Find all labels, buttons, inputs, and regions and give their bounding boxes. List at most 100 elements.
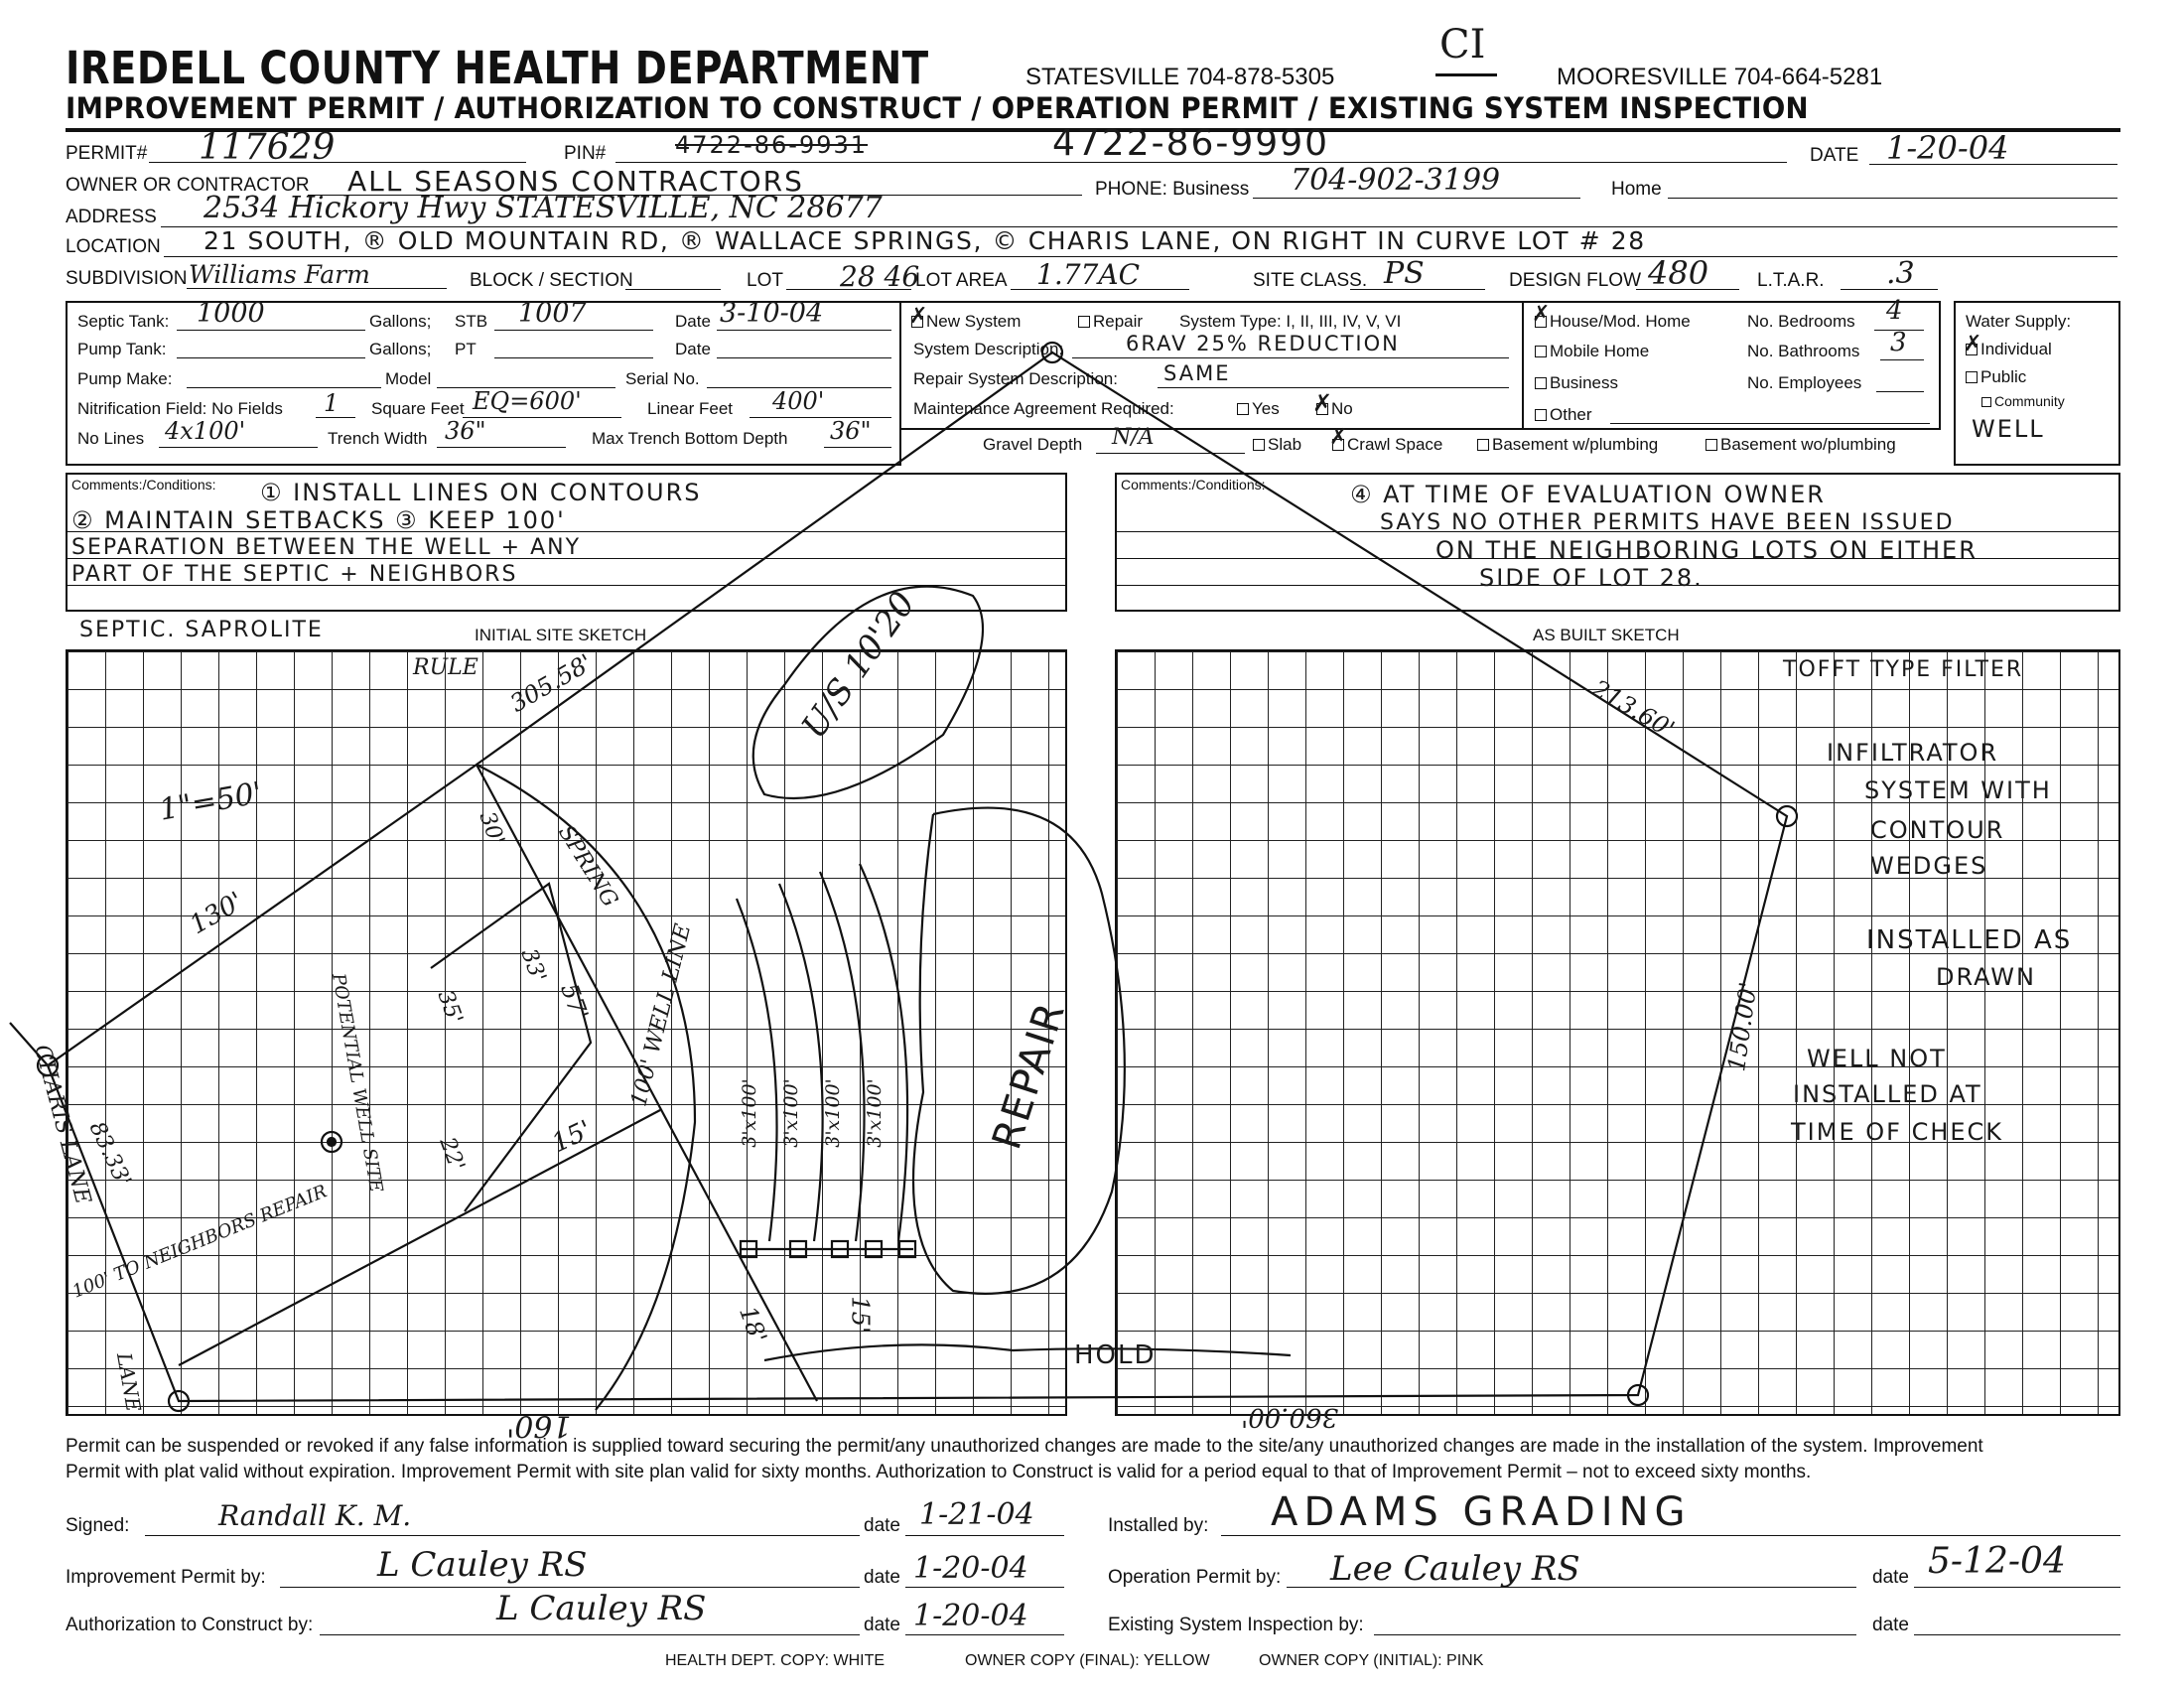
lot-line-inner (178, 1109, 661, 1366)
asbuilt-sketch-grid (1115, 649, 2120, 1416)
well-circle-dot (326, 1136, 338, 1148)
operation-date-label: date (1872, 1567, 1909, 1588)
house-checkbox[interactable] (1535, 316, 1547, 328)
house-check-mark: ✗ (1532, 302, 1551, 327)
maint-no-checkbox[interactable] (1316, 403, 1328, 415)
asbuilt-sketch-title: AS BUILT SKETCH (1533, 626, 1680, 644)
signed-line (145, 1535, 860, 1536)
improvement-signature: L Cauley RS (377, 1545, 588, 1585)
installed-value: ADAMS GRADING (1271, 1489, 1692, 1535)
authorization-date-label: date (864, 1615, 900, 1635)
owner-value: ALL SEASONS CONTRACTORS (347, 165, 804, 198)
individual-option[interactable]: Individual (1966, 340, 2052, 359)
maint-yes-option[interactable]: Yes (1237, 399, 1280, 419)
maint-yes-checkbox[interactable] (1237, 403, 1249, 415)
square-feet-value: EQ=600' (473, 387, 582, 415)
no-lines-value: 4x100' (165, 417, 246, 445)
dwelling-box (1522, 301, 1941, 430)
initial-sketch-title: INITIAL SITE SKETCH (475, 626, 647, 644)
business-option[interactable]: Business (1535, 373, 1618, 393)
individual-checkbox[interactable] (1966, 344, 1978, 355)
note-hold: HOLD (1074, 1340, 1157, 1370)
repair-checkbox[interactable] (1078, 316, 1090, 328)
note-trench-1: 3'x100' (738, 1078, 760, 1148)
site-class-label: SITE CLASS. (1253, 270, 1368, 291)
other-option[interactable]: Other (1535, 405, 1592, 425)
septic-date-line (717, 330, 891, 331)
business-checkbox[interactable] (1535, 377, 1547, 389)
basement-w-option[interactable]: Basement w/plumbing (1477, 435, 1658, 455)
no-lines-line (159, 447, 318, 448)
note-wedges: WEDGES (1870, 852, 1988, 880)
ltar-value: .3 (1886, 256, 1915, 291)
cr-line2 (1115, 558, 2120, 559)
septic-tank-label: Septic Tank: (77, 312, 170, 331)
other-checkbox[interactable] (1535, 409, 1547, 421)
crawl-checkbox[interactable] (1332, 439, 1344, 451)
public-option[interactable]: Public (1966, 367, 2026, 387)
design-flow-value: 480 (1648, 254, 1709, 292)
crawl-option[interactable]: Crawl Space (1332, 435, 1442, 455)
existing-line (1374, 1634, 1856, 1635)
individual-check-mark: ✗ (1964, 332, 1982, 356)
comments-right-label: Comments:/Conditions: (1121, 477, 1266, 493)
corner-1 (36, 1054, 60, 1077)
new-system-checkbox[interactable] (911, 316, 923, 328)
water-box (1954, 301, 2120, 466)
owner-label: OWNER OR CONTRACTOR (66, 175, 310, 196)
bedrooms-value: 4 (1886, 296, 1903, 326)
linear-feet-line (750, 417, 891, 418)
note-installed-at: INSTALLED AT (1793, 1080, 1982, 1108)
gravel-line (1096, 453, 1245, 454)
d-box-2 (788, 1239, 808, 1259)
house-option[interactable]: House/Mod. Home (1535, 312, 1691, 332)
ci-underline (1435, 73, 1497, 76)
no-lines-label: No Lines (77, 429, 145, 448)
mobile-option[interactable]: Mobile Home (1535, 342, 1649, 361)
note-tofft: TOFFT TYPE FILTER (1783, 657, 2024, 682)
comment-right-3: ON THE NEIGHBORING LOTS ON EITHER (1435, 536, 1978, 564)
employees-label: No. Employees (1747, 373, 1862, 392)
other-line (1610, 423, 1930, 424)
basement-wo-option[interactable]: Basement wo/plumbing (1706, 435, 1896, 455)
slab-label: Slab (1268, 435, 1302, 454)
basement-w-checkbox[interactable] (1477, 439, 1489, 451)
improvement-date-label: date (864, 1567, 900, 1588)
maint-no-option[interactable]: No (1316, 399, 1353, 419)
community-checkbox[interactable] (1981, 397, 1991, 407)
linear-feet-value: 400' (772, 387, 825, 415)
slab-checkbox[interactable] (1253, 439, 1265, 451)
note-rule: RULE (413, 655, 478, 680)
comment-left-1: ① INSTALL LINES ON CONTOURS (260, 479, 702, 506)
bathrooms-value: 3 (1890, 328, 1907, 357)
corner-5 (1626, 1383, 1650, 1407)
hold-marking (763, 1343, 1292, 1362)
repair-option[interactable]: Repair (1078, 312, 1143, 332)
note-15b: 15' (846, 1296, 875, 1334)
operation-date-line (1914, 1587, 2120, 1588)
lot-area-label: LOT AREA (915, 270, 1008, 291)
authorization-line (320, 1634, 860, 1635)
home-label: Home (1611, 179, 1662, 200)
note-system: SYSTEM WITH (1864, 776, 2052, 804)
max-depth-value: 36" (830, 417, 872, 445)
address-value: 2534 Hickory Hwy STATESVILLE, NC 28677 (204, 191, 883, 225)
existing-date-line (1914, 1634, 2120, 1635)
fields-line (316, 417, 355, 418)
linear-feet-label: Linear Feet (647, 399, 733, 418)
pt-date-line (717, 357, 891, 358)
community-option[interactable]: Community (1981, 393, 2065, 409)
bathrooms-line (1880, 359, 1924, 360)
basement-wo-checkbox[interactable] (1706, 439, 1717, 451)
new-system-option[interactable]: New System (911, 312, 1021, 332)
mobile-checkbox[interactable] (1535, 346, 1547, 357)
public-checkbox[interactable] (1966, 371, 1978, 383)
trench-3 (818, 871, 866, 1242)
comment-right-4: SIDE OF LOT 28. (1479, 564, 1704, 592)
improvement-date-line (905, 1587, 1064, 1588)
ci-stamp: CI (1439, 22, 1486, 68)
address-label: ADDRESS (66, 207, 157, 227)
gallons-label: Gallons; (369, 312, 432, 331)
slab-option[interactable]: Slab (1253, 435, 1301, 455)
